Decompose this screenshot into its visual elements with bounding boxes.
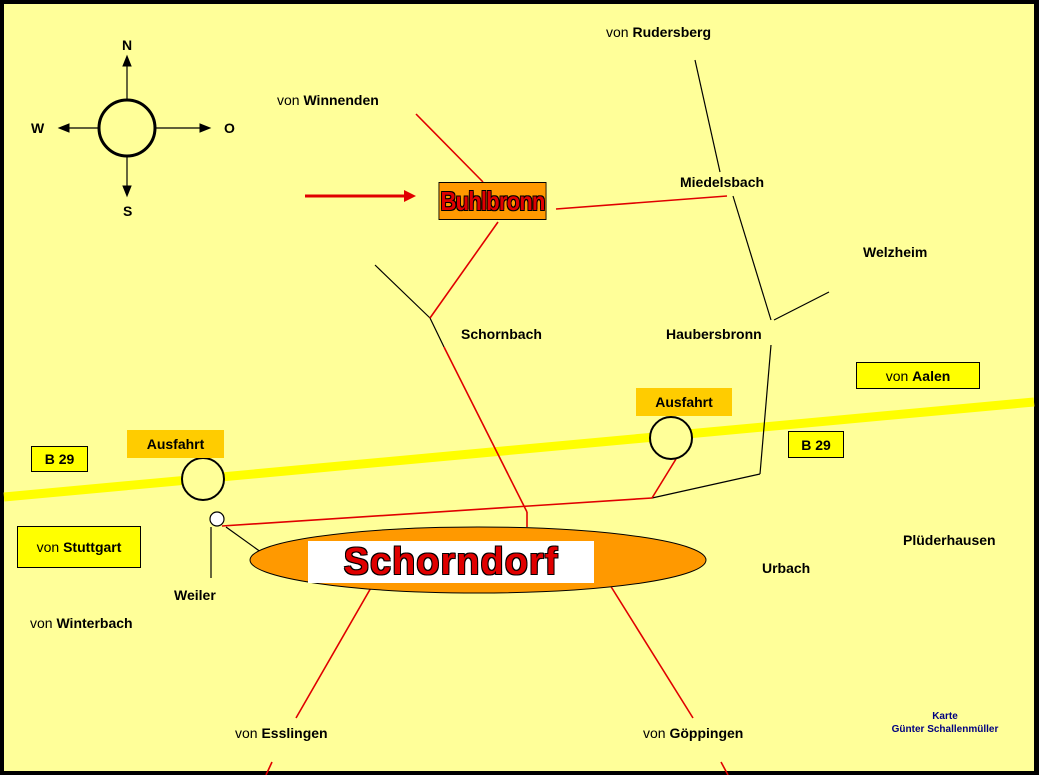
map-credit: Karte Günter Schallenmüller bbox=[880, 710, 1010, 736]
compass-south: S bbox=[123, 203, 133, 219]
box-ausfahrt-east: Ausfahrt bbox=[636, 388, 732, 416]
label-von-goeppingen: von Göppingen bbox=[643, 725, 744, 741]
label-schornbach: Schornbach bbox=[461, 326, 542, 342]
label-miedelsbach: Miedelsbach bbox=[680, 174, 765, 190]
destination-arrow-icon bbox=[305, 190, 416, 202]
town-schorndorf-label: Schorndorf bbox=[308, 541, 594, 583]
label-weiler: Weiler bbox=[174, 587, 216, 603]
exit-east-circle bbox=[649, 416, 693, 460]
compass-rose-icon bbox=[57, 54, 212, 198]
exit-west-circle bbox=[181, 457, 225, 501]
minor-roads bbox=[210, 59, 830, 578]
label-von-winterbach: von Winterbach bbox=[30, 615, 133, 631]
box-von-aalen: von Aalen bbox=[856, 362, 980, 389]
label-von-winnenden: von Winnenden bbox=[277, 92, 379, 108]
box-b29-east: B 29 bbox=[788, 431, 844, 458]
box-b29-west: B 29 bbox=[31, 446, 88, 472]
label-von-esslingen: von Esslingen bbox=[235, 725, 328, 741]
label-von-rudersberg: von Rudersberg bbox=[606, 24, 712, 40]
box-von-stuttgart: von Stuttgart bbox=[17, 526, 141, 568]
label-urbach: Urbach bbox=[762, 560, 811, 576]
box-ausfahrt-west: Ausfahrt bbox=[127, 430, 224, 458]
main-roads bbox=[221, 113, 729, 775]
credit-line-1: Karte bbox=[932, 711, 958, 722]
b29-highway bbox=[3, 397, 1035, 502]
label-haubersbronn: Haubersbronn bbox=[666, 326, 762, 342]
compass-west: W bbox=[31, 120, 45, 136]
compass-north: N bbox=[122, 37, 133, 53]
weiler-junction bbox=[209, 511, 225, 527]
destination-buhlbronn: Buhlbronn bbox=[438, 182, 547, 220]
compass-east: O bbox=[224, 120, 235, 136]
label-welzheim: Welzheim bbox=[863, 244, 928, 260]
credit-line-2: Günter Schallenmüller bbox=[891, 724, 999, 735]
label-pluederhausen: Plüderhausen bbox=[903, 532, 996, 548]
